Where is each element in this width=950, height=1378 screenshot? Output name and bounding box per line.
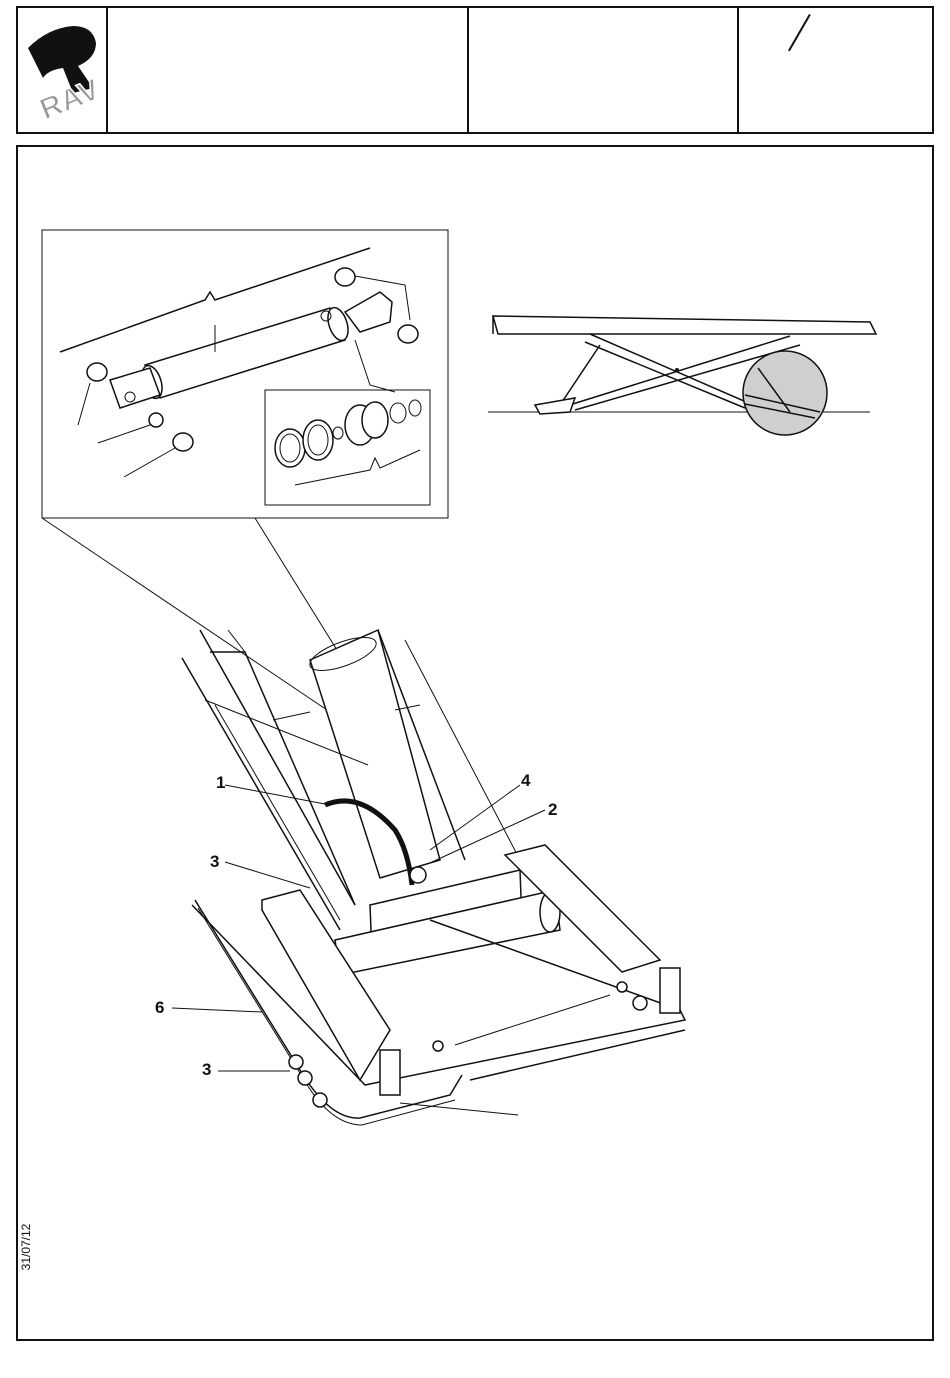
lift-side-view	[488, 316, 876, 435]
callout-6: 6	[155, 998, 164, 1018]
lift-base-drawing	[172, 630, 685, 1125]
callout-3b: 3	[202, 1060, 211, 1080]
callout-2: 2	[548, 800, 557, 820]
callout-3a: 3	[210, 852, 219, 872]
callout-1: 1	[216, 773, 225, 793]
callout-4: 4	[521, 771, 530, 791]
cylinder-inset	[42, 230, 448, 712]
